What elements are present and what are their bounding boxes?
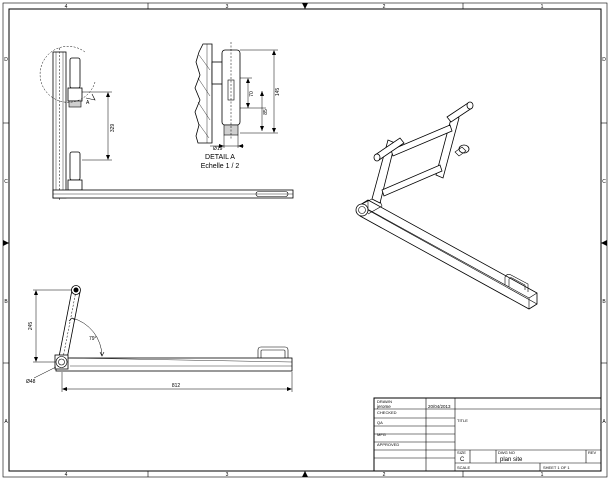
front-upper-handle bbox=[69, 57, 81, 89]
zone-row-b-left: B bbox=[4, 299, 8, 305]
approved-label: APPROVED bbox=[377, 442, 399, 447]
side-pivot-block bbox=[54, 354, 69, 370]
zone-col-4-bottom: 4 bbox=[65, 472, 68, 478]
rev-label: REV bbox=[588, 450, 597, 455]
iso-pivot-tube bbox=[355, 203, 369, 217]
qa-label: QA bbox=[377, 420, 383, 425]
side-end-handle bbox=[257, 346, 289, 358]
dim-329: 329 bbox=[110, 124, 116, 133]
side-view: 245 79° Ø48 812 bbox=[26, 285, 293, 392]
angle-arc bbox=[71, 317, 103, 357]
zone-col-4-top: 4 bbox=[65, 4, 68, 10]
iso-lower-crossbar bbox=[381, 164, 443, 197]
dim-19: Ø19 bbox=[213, 146, 223, 152]
isometric-view bbox=[355, 101, 538, 310]
detail-a-view: 145 70 85 Ø19 DETAIL A Echelle 1 / 2 bbox=[194, 42, 281, 170]
iso-right-leg bbox=[435, 114, 460, 179]
dim-70: 70 bbox=[249, 91, 255, 97]
title-block: DRAWN jerome 20/04/2013 CHECKED QA MFG A… bbox=[373, 397, 602, 472]
zone-col-2-top: 2 bbox=[383, 4, 386, 10]
center-mark-top bbox=[302, 3, 308, 9]
detail-caption: DETAIL A bbox=[205, 154, 235, 161]
zone-row-b-right: B bbox=[602, 299, 606, 305]
detail-a-marker: A bbox=[86, 100, 90, 106]
zone-labels: 4 3 2 1 4 3 2 1 D C B A D C B A bbox=[4, 4, 606, 478]
mfg-label: MFG bbox=[377, 432, 386, 437]
detail-a-circle bbox=[39, 46, 96, 103]
sheet-value: SHEET 1 OF 1 bbox=[543, 465, 570, 470]
drawn-label: DRAWN bbox=[377, 399, 392, 404]
zone-row-c-right: C bbox=[602, 179, 606, 185]
dim-812: 812 bbox=[172, 383, 181, 389]
dim-145: 145 bbox=[275, 88, 281, 97]
zone-col-1-top: 1 bbox=[541, 4, 544, 10]
front-lower-handle bbox=[69, 151, 81, 181]
drawn-by: jerome bbox=[376, 404, 391, 409]
size-value: C bbox=[460, 457, 465, 463]
iso-end-handle bbox=[504, 274, 529, 292]
front-end-slot bbox=[255, 191, 289, 197]
checked-label: CHECKED bbox=[377, 410, 397, 415]
dim-79: 79° bbox=[89, 336, 97, 342]
detail-post-section bbox=[194, 43, 213, 144]
size-label: SIZE bbox=[457, 450, 466, 455]
dim-48: Ø48 bbox=[26, 379, 36, 385]
scale-label: SCALE bbox=[457, 465, 470, 470]
zone-row-c-left: C bbox=[4, 179, 8, 185]
zone-row-a-right: A bbox=[602, 419, 606, 425]
iso-upper-crossbar bbox=[390, 124, 453, 157]
title-label: TITLE bbox=[457, 418, 468, 423]
dim-245: 245 bbox=[28, 322, 34, 331]
center-mark-bottom bbox=[302, 471, 308, 477]
zone-col-2-bottom: 2 bbox=[383, 472, 386, 478]
zone-row-a-left: A bbox=[4, 419, 8, 425]
zone-row-d-left: D bbox=[4, 57, 8, 63]
zone-col-3-top: 3 bbox=[226, 4, 229, 10]
front-view: A 329 bbox=[39, 46, 294, 200]
dwg-no-label: DWG NO bbox=[498, 450, 515, 455]
zone-col-1-bottom: 1 bbox=[541, 472, 544, 478]
detail-scale: Echelle 1 / 2 bbox=[201, 163, 240, 170]
dim-85: 85 bbox=[263, 109, 269, 115]
center-mark-right bbox=[601, 240, 607, 246]
zone-row-d-right: D bbox=[602, 57, 606, 63]
center-mark-left bbox=[3, 240, 9, 246]
zone-col-3-bottom: 3 bbox=[226, 472, 229, 478]
drawn-date: 20/04/2013 bbox=[428, 404, 451, 409]
dwg-no-value: plan site bbox=[500, 457, 523, 463]
